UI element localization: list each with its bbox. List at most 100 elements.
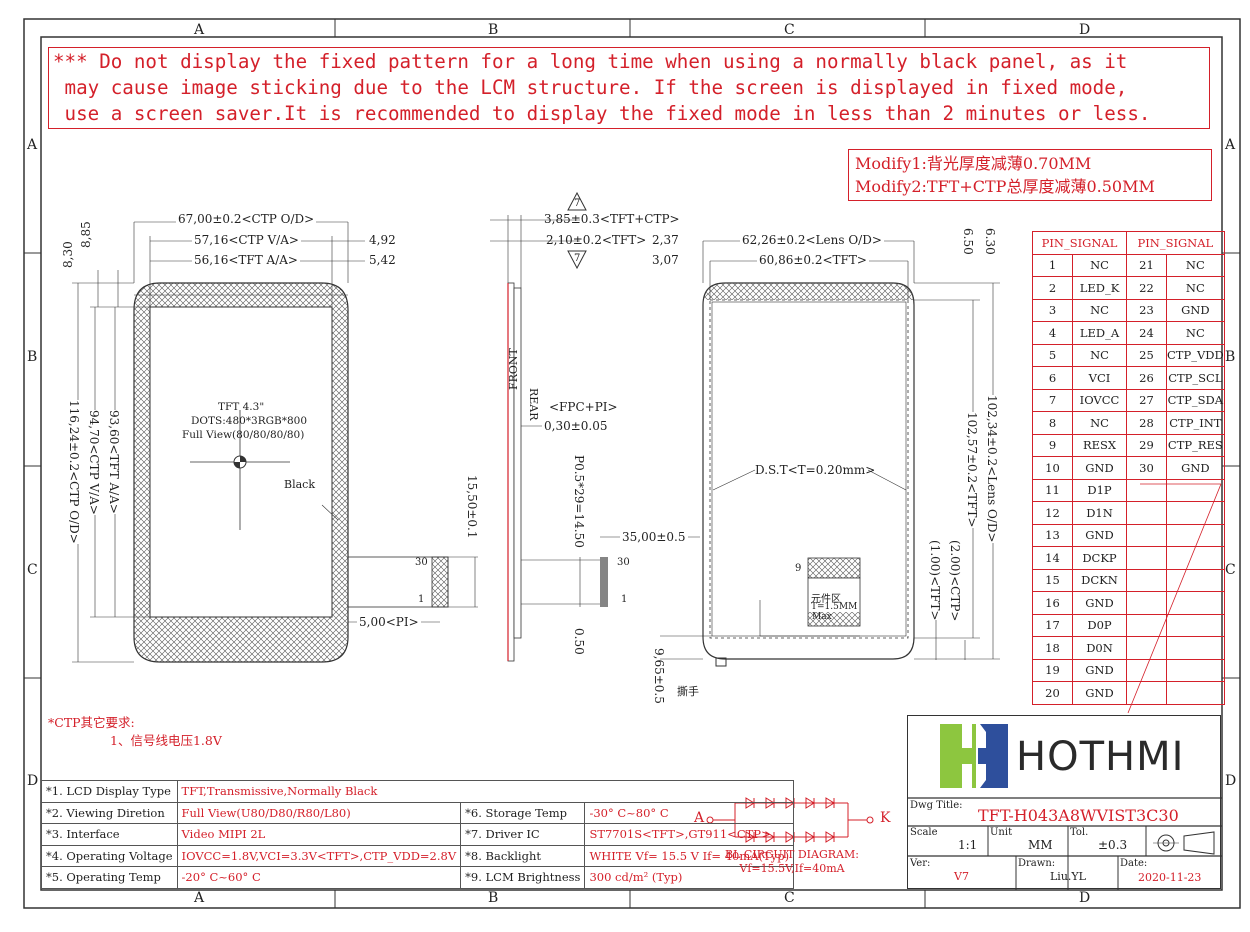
dim-fpc-thickness: 0,30±0.05	[544, 419, 608, 433]
pin-cell-n1: 12	[1032, 501, 1073, 525]
col-label-c-top: C	[784, 22, 795, 38]
pin-cell-s2: CTP_SCL	[1166, 366, 1225, 390]
pin-cell-n2	[1126, 613, 1167, 637]
side-pin-1: 1	[621, 594, 628, 605]
bl-caption-values: Vf=15.5V,If=40mA	[739, 862, 845, 875]
modify-note: Modify1:背光厚度减薄0.70MM Modify2:TFT+CTP总厚度减…	[848, 149, 1212, 201]
pin-cell-n2	[1126, 636, 1167, 660]
warning-line-1: *** Do not display the fixed pattern for…	[53, 50, 1128, 73]
dim-3-07: 3,07	[652, 253, 679, 267]
dim-total-thickness: 3,85±0.3<TFT+CTP>	[544, 212, 680, 226]
spec-value: WHITE Vf= 15.5 V If= 40mA(Typ)	[584, 844, 795, 867]
warn-symbol-top: 7	[574, 198, 581, 209]
fpc-pin-1: 1	[418, 594, 425, 605]
pin-cell-s1: NC	[1072, 343, 1127, 367]
col-label-a-top: A	[194, 22, 205, 38]
spec-key: *8. Backlight	[460, 844, 586, 867]
pin-cell-n2: 25	[1126, 343, 1167, 367]
pin-cell-s1: D1P	[1072, 478, 1127, 502]
spec-key: *7. Driver IC	[460, 823, 586, 846]
spec-value: -20° C~60° C	[176, 866, 462, 889]
spec-value: IOVCC=1.8V,VCI=3.3V<TFT>,CTP_VDD=2.8V	[176, 844, 462, 867]
col-label-b-top: B	[488, 22, 499, 38]
front-label: FRONT	[507, 348, 520, 390]
pin-cell-s1: GND	[1072, 591, 1127, 615]
title-block-lines	[908, 797, 1222, 890]
dwg-title-label: Dwg Title:	[910, 800, 963, 811]
pin-cell-s2	[1166, 681, 1225, 705]
spec-value: 300 cd/m² (Typ)	[584, 866, 795, 889]
spec-value: TFT,Transmissive,Normally Black	[176, 780, 795, 803]
pin-cell-s2: CTP_INT	[1166, 411, 1225, 435]
pin-cell-s2: CTP_RES	[1166, 433, 1225, 457]
drawn-value: Liu.YL	[1050, 870, 1086, 883]
pin-cell-s1: IOVCC	[1072, 388, 1127, 412]
spec-key: *4. Operating Voltage	[41, 844, 178, 867]
pin-cell-s2: GND	[1166, 456, 1225, 480]
black-label: Black	[284, 478, 315, 491]
pin-cell-s2	[1166, 636, 1225, 660]
pin-cell-s1: D0P	[1072, 613, 1127, 637]
dim-ctp-od: 67,00±0.2<CTP O/D>	[176, 212, 317, 226]
pin-cell-n1: 3	[1032, 298, 1073, 322]
dim-tft-height: 102,57±0.2<TFT>	[965, 412, 979, 528]
spec-key: *5. Operating Temp	[41, 866, 178, 889]
dim-h-tft-aa: 93,60<TFT A/A>	[107, 410, 121, 514]
dst-label: D.S.T<T=0.20mm>	[755, 463, 876, 477]
pin-cell-n2: 29	[1126, 433, 1167, 457]
dim-lens-width: 62,26±0.2<Lens O/D>	[740, 233, 884, 247]
spec-value: -30° C~80° C	[584, 801, 795, 824]
pin-cell-n1: 4	[1032, 321, 1073, 345]
pin-cell-s1: D1N	[1072, 501, 1127, 525]
dim-pi: 5,00<PI>	[357, 615, 421, 629]
pin-header-right: PIN_SIGNAL	[1126, 231, 1225, 255]
brand-name: HOTHMI	[1016, 734, 1185, 780]
pin-cell-n1: 18	[1032, 636, 1073, 660]
ctp-note-title: *CTP其它要求:	[48, 715, 135, 730]
pin-cell-n2: 24	[1126, 321, 1167, 345]
pin-cell-s2: NC	[1166, 253, 1225, 277]
pin-cell-s1: GND	[1072, 523, 1127, 547]
led-diode	[805, 831, 815, 843]
pin-cell-n2	[1126, 681, 1167, 705]
pin-cell-n2: 26	[1126, 366, 1167, 390]
scale-value: 1:1	[958, 838, 978, 852]
pin-cell-n1: 20	[1032, 681, 1073, 705]
pin-cell-n2: 21	[1126, 253, 1167, 277]
unit-label: Unit	[990, 827, 1013, 838]
dim-h-ctp-va: 94,70<CTP V/A>	[87, 410, 101, 515]
dim-fpc-width: 15,50±0.1	[465, 475, 479, 539]
pin-cell-s1: DCKP	[1072, 546, 1127, 570]
bl-caption-title: BL CIRCUIT DIAGRAM:	[725, 848, 859, 861]
rear-pin-9: 9	[795, 563, 802, 574]
pin-cell-n2	[1126, 523, 1167, 547]
fpc-pi-label: <FPC+PI>	[549, 400, 618, 414]
warn-symbol-bottom: 7	[574, 253, 581, 264]
dim-8-30: 8,30	[61, 241, 75, 268]
pin-cell-s2	[1166, 523, 1225, 547]
dim-tft-thickness: 2,10±0.2<TFT>	[546, 233, 647, 247]
pin-cell-s2	[1166, 501, 1225, 525]
dim-tft-aa: 56,16<TFT A/A>	[192, 253, 300, 267]
led-diode	[825, 797, 835, 809]
col-label-d-bottom: D	[1079, 890, 1091, 906]
side-pin-30: 30	[617, 557, 630, 568]
pin-cell-s1: D0N	[1072, 636, 1127, 660]
pin-cell-s2	[1166, 568, 1225, 592]
pin-cell-n1: 13	[1032, 523, 1073, 547]
spec-key: *3. Interface	[41, 823, 178, 846]
pin-cell-n1: 16	[1032, 591, 1073, 615]
bl-anode-label: A	[694, 810, 705, 826]
row-label-d-right: D	[1225, 773, 1237, 789]
dim-h-ctp-od: 116,24±0.2<CTP O/D>	[67, 400, 81, 544]
tol-value: ±0.3	[1098, 838, 1128, 852]
